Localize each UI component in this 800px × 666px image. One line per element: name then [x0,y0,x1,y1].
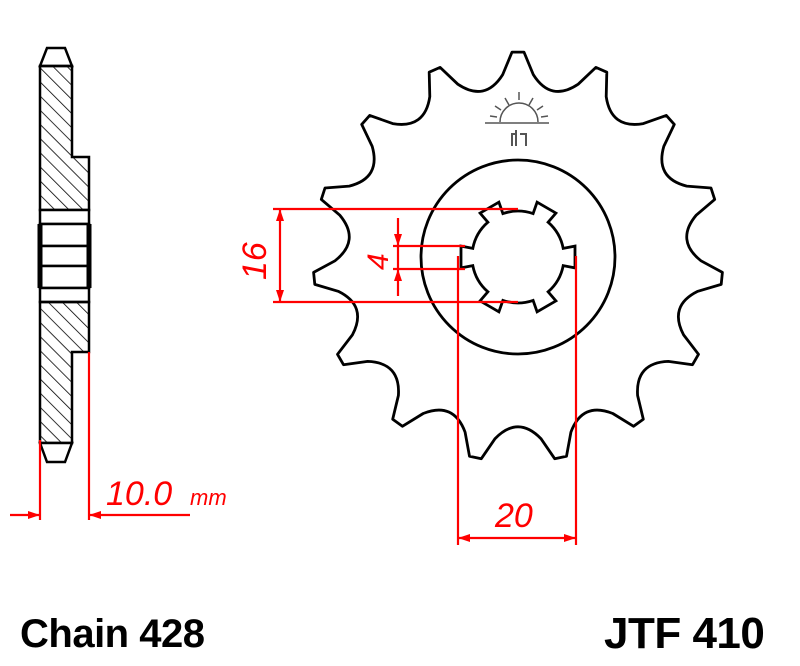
spline-diameter-value: 20 [494,497,533,535]
hub-circle [419,158,617,356]
part-number: JTF 410 [604,609,765,658]
thickness-unit: mm [190,485,227,510]
side-tooth-top [38,46,74,68]
spline-height-value: 16 [236,242,274,280]
jt-logo-icon [485,92,549,146]
chain-label: Chain 428 [20,612,205,656]
spline-width-value: 4 [362,253,395,270]
thickness-value: 10.0 [106,475,172,513]
side-body-upper [38,64,91,212]
side-body-lower [38,300,91,445]
side-profile-view [37,46,92,464]
side-tooth-bottom [38,441,74,464]
side-hub-band-4 [38,264,91,290]
spline-dimensions: 16 4 20 [236,207,578,545]
side-hub-band-2 [38,222,91,248]
sprocket-outline [312,50,724,461]
side-hub-band-5 [38,286,91,304]
sprocket-front-view [312,50,724,461]
side-hub-band-1 [38,208,91,226]
side-hub-band-3 [38,244,91,268]
thickness-dimension: 10.0 mm [10,352,227,520]
spline-bore-outline [459,200,577,314]
